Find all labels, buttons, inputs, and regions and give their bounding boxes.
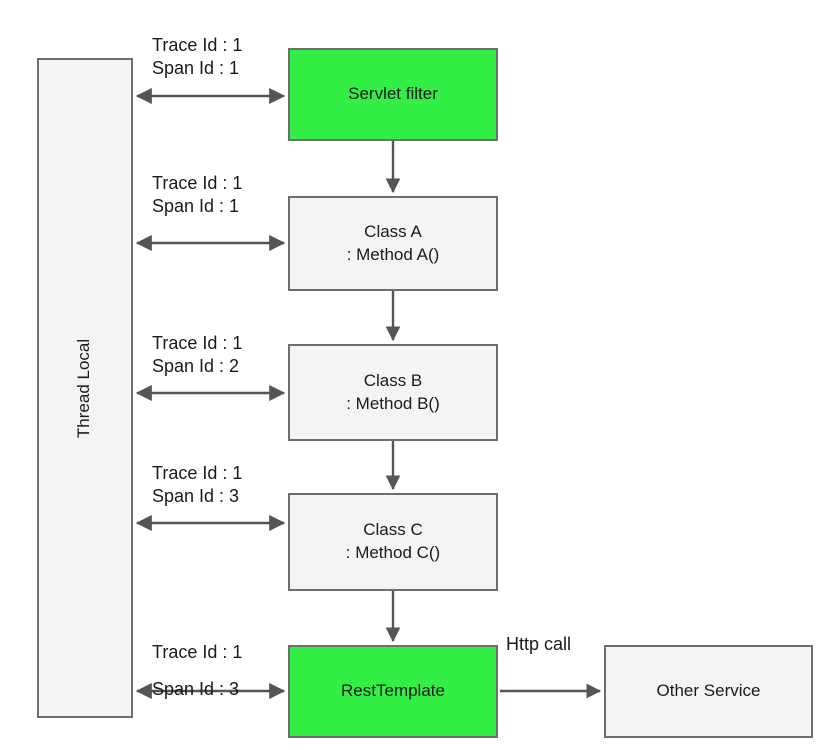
node-class-b-label: Class B : Method B() [346, 370, 440, 413]
node-class-c[interactable]: Class C : Method C() [288, 493, 498, 591]
node-servlet-filter[interactable]: Servlet filter [288, 48, 498, 141]
node-servlet-filter-label: Servlet filter [348, 84, 438, 104]
node-class-c-label: Class C : Method C() [345, 520, 441, 562]
node-class-a-label: Class A : Method A() [346, 221, 440, 264]
node-rest-template[interactable]: RestTemplate [288, 645, 498, 738]
node-thread-local[interactable]: Thread Local [37, 58, 133, 718]
edge-label-class-b: Trace Id : 1 Span Id : 2 [152, 333, 243, 377]
node-class-b[interactable]: Class B : Method B() [288, 344, 498, 441]
node-other-service-label: Other Service [656, 681, 761, 701]
edge-label-class-c: Trace Id : 1 Span Id : 3 [152, 463, 243, 507]
node-thread-local-label: Thread Local [74, 338, 94, 438]
node-class-a[interactable]: Class A : Method A() [288, 196, 498, 291]
edge-label-class-a: Trace Id : 1 Span Id : 1 [152, 173, 243, 217]
node-rest-template-label: RestTemplate [341, 681, 445, 701]
edge-label-rest-template-span: Span Id : 3 [152, 679, 240, 699]
edge-label-servlet-filter: Trace Id : 1 Span Id : 1 [152, 35, 243, 79]
edge-label-http-call: Http call [506, 634, 572, 654]
edge-label-rest-template-trace: Trace Id : 1 [152, 642, 243, 662]
node-other-service[interactable]: Other Service [604, 645, 813, 738]
